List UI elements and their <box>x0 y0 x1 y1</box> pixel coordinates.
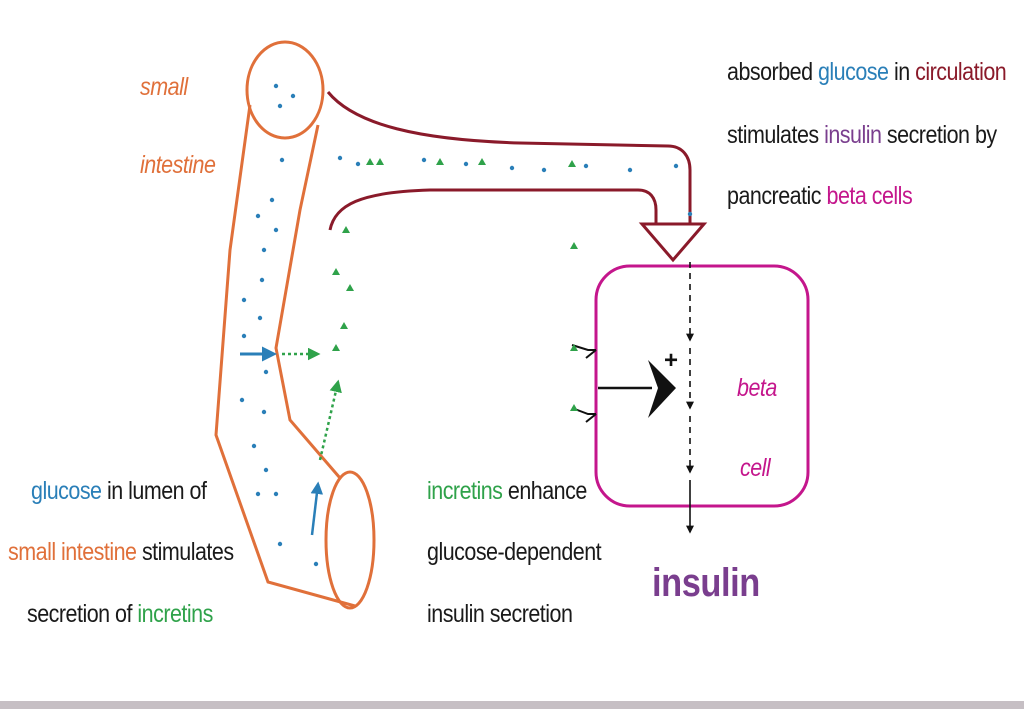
stimulation-arrow-head <box>648 360 676 418</box>
caption-top-text: pancreatic <box>727 182 827 210</box>
caption-left-text: in lumen of <box>101 477 207 505</box>
caption-left-glucose: glucose <box>31 477 102 505</box>
caption-mid-line-1: incretins enhance <box>427 476 587 506</box>
caption-left-text: secretion of <box>27 600 138 628</box>
intestine-top-opening <box>245 40 325 140</box>
blood-vessel <box>326 91 708 263</box>
bottom-divider <box>0 701 1024 709</box>
cell-label: cell <box>740 454 771 482</box>
vessel-arrow-head <box>638 222 708 263</box>
incretin-molecules <box>332 158 578 411</box>
caption-left-line-3: secretion of incretins <box>27 599 213 629</box>
small-intestine-tube <box>214 40 376 610</box>
caption-left-line-1: glucose in lumen of <box>31 476 207 506</box>
stimulation-arrow <box>598 360 676 418</box>
caption-mid-text: enhance <box>502 477 587 505</box>
caption-top-text: stimulates <box>727 121 825 149</box>
beta-cell-outline <box>594 264 810 508</box>
intestine-right-wall <box>274 124 342 479</box>
caption-top-glucose: glucose <box>817 58 889 86</box>
incretin-diagonal-arrow <box>318 379 342 461</box>
caption-top-text: absorbed <box>727 58 818 86</box>
caption-mid-incretins: incretins <box>427 477 503 505</box>
intestine-label: intestine <box>140 151 216 179</box>
caption-top-beta-cells: beta cells <box>826 182 913 210</box>
caption-left-small-intestine: small intestine <box>8 538 137 566</box>
caption-mid-line-3: insulin secretion <box>427 600 573 628</box>
caption-top-line-1: absorbed glucose in circulation <box>727 57 1007 87</box>
caption-mid-line-2: glucose-dependent <box>427 538 602 566</box>
vessel-upper-wall <box>326 91 692 224</box>
receptor-upper <box>571 344 597 359</box>
caption-top-line-2: stimulates insulin secretion by <box>727 120 997 150</box>
caption-top-circulation: circulation <box>915 58 1007 86</box>
beta-label: beta <box>737 374 777 402</box>
vessel-lower-wall <box>328 188 658 231</box>
caption-top-text: secretion by <box>881 121 997 149</box>
caption-top-line-3: pancreatic beta cells <box>727 181 913 211</box>
glucose-molecules <box>239 83 693 567</box>
intestine-bottom-opening <box>324 470 376 610</box>
small-label: small <box>140 73 188 101</box>
caption-left-line-2: small intestine stimulates <box>8 537 234 567</box>
caption-top-insulin: insulin <box>824 121 882 149</box>
insulin-label: insulin <box>652 561 760 605</box>
caption-left-text: stimulates <box>136 538 234 566</box>
glucose-upward-arrow <box>310 481 324 536</box>
caption-top-text: in <box>888 58 916 86</box>
plus-sign: + <box>664 347 678 374</box>
caption-left-incretins: incretins <box>137 600 213 628</box>
intestine-left-wall <box>214 104 356 608</box>
